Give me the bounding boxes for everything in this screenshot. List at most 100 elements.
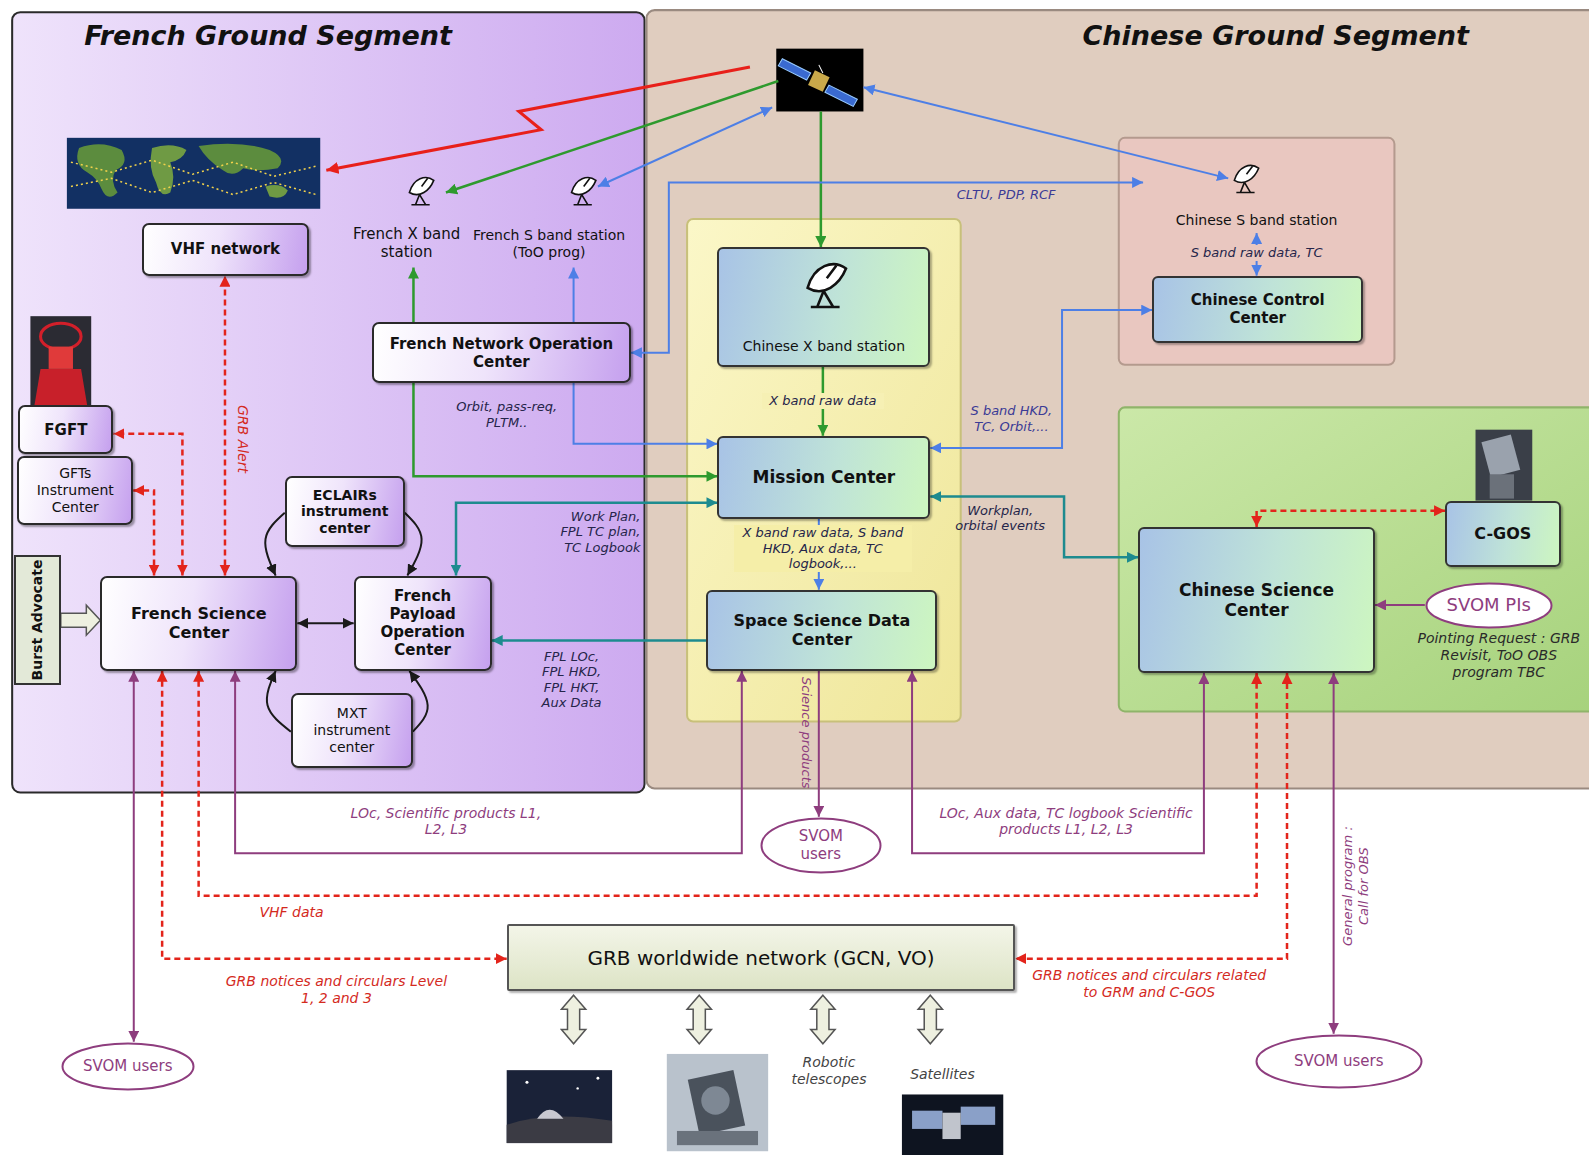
antenna-icon: [1236, 166, 1254, 192]
user-ellipse: SVOM users: [61, 1042, 195, 1091]
ellipse-shape: [1426, 583, 1551, 627]
process-box: Mission Center: [717, 436, 930, 519]
process-box: Chinese Science Center: [1138, 527, 1375, 673]
world-map: [67, 138, 320, 209]
chinese-panel-fill: [647, 10, 1589, 788]
node-label: GFTs Instrument Center: [26, 465, 124, 515]
node-label: SVOM users: [786, 827, 856, 863]
world-map: [266, 185, 288, 198]
connector: [456, 503, 717, 576]
node-label: C-GOS: [1474, 524, 1531, 543]
telescope-photo: [30, 316, 91, 405]
world-map: [71, 178, 316, 194]
antenna-icon: [808, 265, 846, 308]
ellipse-shape: [1256, 1035, 1421, 1087]
hollow-arrow: [561, 995, 942, 1044]
process-box: FGFT: [18, 405, 113, 454]
edge-label: Workplan, orbital events: [944, 503, 1055, 534]
connector: [912, 671, 1204, 853]
satellite-links: [598, 107, 772, 186]
robotic-telescope-photo: [688, 1070, 745, 1135]
science-area: [1119, 407, 1589, 711]
node-label: FGFT: [44, 421, 87, 439]
satellite-icon: [778, 59, 810, 80]
node-label: French Payload Operation Center: [363, 587, 483, 659]
node-label: ECLAIRs instrument center: [294, 487, 396, 537]
station-label: French X band station: [349, 219, 465, 268]
observatory-photo: [576, 1087, 578, 1089]
edge-label: VHF data: [259, 904, 323, 921]
french-panel-fill: [12, 12, 644, 792]
node-label: MXT instrument center: [300, 705, 404, 755]
note-label: Satellites: [892, 1066, 993, 1083]
telescope-photo: [1490, 474, 1514, 498]
telescope-photo: [49, 347, 73, 369]
panel-title: Chinese Ground Segment: [1083, 20, 1469, 52]
robotic-telescope-photo: [701, 1086, 729, 1114]
satellite-icon: [776, 49, 863, 112]
node-label: Chinese Science Center: [1147, 580, 1366, 621]
node-label: Burst Advocate: [29, 560, 46, 681]
world-map: [71, 160, 316, 176]
connector: [267, 671, 291, 732]
satellite-links: [863, 87, 1228, 178]
antenna-icon: [409, 178, 433, 205]
satellite-icon: [825, 85, 857, 106]
node-label: Chinese X band station: [743, 338, 905, 355]
station-label: Chinese S band station: [1143, 154, 1370, 233]
connector: [574, 383, 718, 444]
edge-label: GRB notices and circulars related to GRM…: [1030, 967, 1269, 1001]
edge-label: Science products: [798, 677, 814, 789]
node-label: French Science Center: [109, 604, 288, 642]
satellite-links: [326, 67, 750, 170]
user-ellipse: SVOM PIs: [1425, 582, 1553, 629]
world-map: [199, 144, 282, 174]
hollow-arrow: [918, 995, 942, 1044]
telescope-photo: [41, 323, 82, 349]
edge-label: LOc, Aux data, TC logbook Scientific pro…: [938, 805, 1193, 839]
observatory-photo: [596, 1077, 599, 1080]
satellite-photo: [912, 1111, 942, 1129]
antenna-icon: [572, 178, 596, 205]
connector: [573, 268, 575, 323]
node-label: SVOM PIs: [1446, 594, 1530, 616]
world-map: [67, 138, 320, 209]
connector: [1333, 673, 1335, 1034]
mission-area: [687, 219, 961, 722]
edge-label: GRB Alert: [235, 405, 252, 473]
connector: [930, 497, 1138, 558]
process-box: French Science Center: [100, 576, 297, 671]
node-label: French X band station: [349, 225, 465, 261]
telescope-photo: [30, 316, 91, 405]
connector: [265, 513, 285, 576]
connector: [412, 268, 415, 323]
robotic-telescope-photo: [677, 1131, 758, 1145]
connector: [930, 310, 1152, 448]
satellite-photo: [902, 1094, 1003, 1155]
robotic-telescope-photo: [667, 1054, 768, 1151]
node-label: French Network Operation Center: [381, 335, 622, 371]
process-box: MXT instrument center: [291, 693, 413, 768]
ellipse-shape: [62, 1043, 193, 1089]
edge-label: GRB notices and circulars Level 1, 2 and…: [217, 973, 456, 1007]
process-box: French Payload Operation Center: [354, 576, 492, 671]
observatory-photo: [525, 1081, 528, 1084]
observatory-photo: [537, 1110, 563, 1119]
connector: [1375, 604, 1425, 606]
satellite-icon: [819, 65, 823, 73]
process-box: ECLAIRs instrument center: [285, 476, 405, 547]
world-map: [77, 144, 124, 196]
robotic-telescope-photo: [667, 1054, 768, 1151]
user-ellipse: SVOM users: [1255, 1034, 1423, 1089]
station-box: Chinese X band station: [717, 247, 930, 367]
node-label: VHF network: [171, 240, 280, 258]
panel-title: French Ground Segment: [84, 20, 452, 52]
node-label: SVOM users: [1294, 1052, 1384, 1070]
vertical-box: Burst Advocate: [14, 555, 61, 685]
satellite-icon: [776, 49, 863, 112]
edge-label: Orbit, pass-req, PLTM..: [444, 399, 570, 430]
edge-label: X band raw data, S band HKD, Aux data, T…: [734, 525, 912, 572]
node-label: Chinese Control Center: [1161, 291, 1354, 327]
